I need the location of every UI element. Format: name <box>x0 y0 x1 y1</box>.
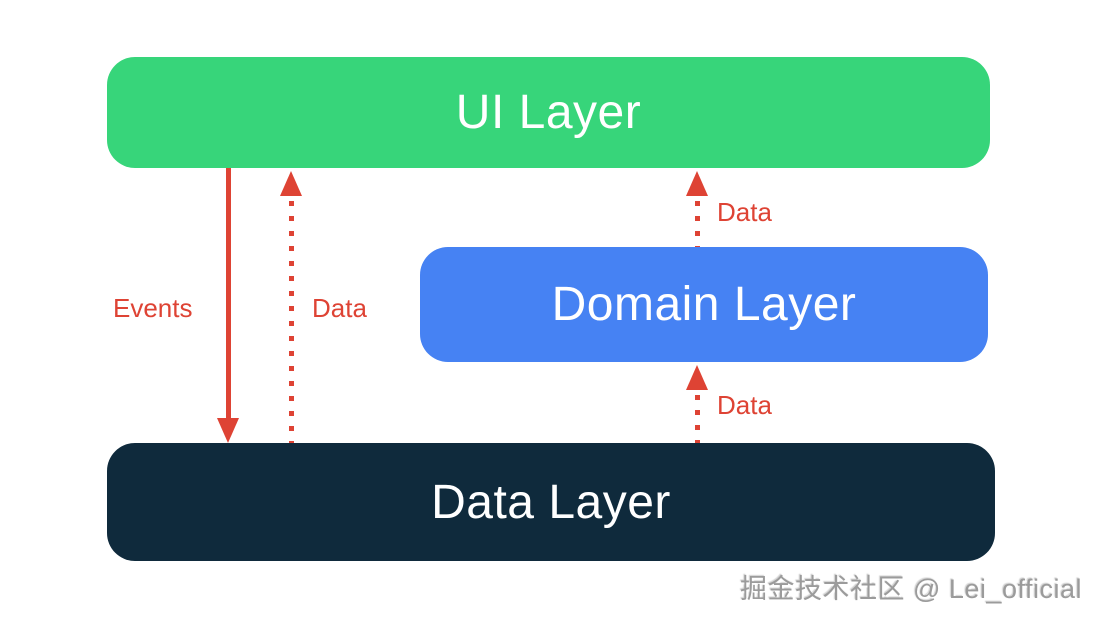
data-to-domain-arrow-line <box>695 395 700 443</box>
events-arrow-line <box>226 168 231 420</box>
data-to-ui-arrowhead-up-icon <box>280 171 302 196</box>
domain-to-ui-arrow-label: Data <box>717 197 772 227</box>
watermark-text: 掘金技术社区 @ Lei_official <box>739 574 1082 604</box>
events-arrow-label: Events <box>113 293 193 323</box>
data-layer-label: Data Layer <box>431 475 671 529</box>
data-to-domain-arrowhead-up-icon <box>686 365 708 390</box>
ui-layer-box: UI Layer <box>107 57 990 168</box>
domain-to-ui-arrowhead-up-icon <box>686 171 708 196</box>
domain-layer-label: Domain Layer <box>551 278 857 331</box>
ui-layer-label: UI Layer <box>455 86 642 139</box>
data-to-ui-arrow-line <box>289 201 294 443</box>
data-layer-box: Data Layer <box>107 443 995 561</box>
domain-to-ui-arrow-line <box>695 201 700 247</box>
events-arrowhead-down-icon <box>217 418 239 443</box>
data-to-ui-arrow-label: Data <box>312 293 367 323</box>
domain-layer-box: Domain Layer <box>420 247 988 362</box>
data-to-domain-arrow-label: Data <box>717 390 772 420</box>
